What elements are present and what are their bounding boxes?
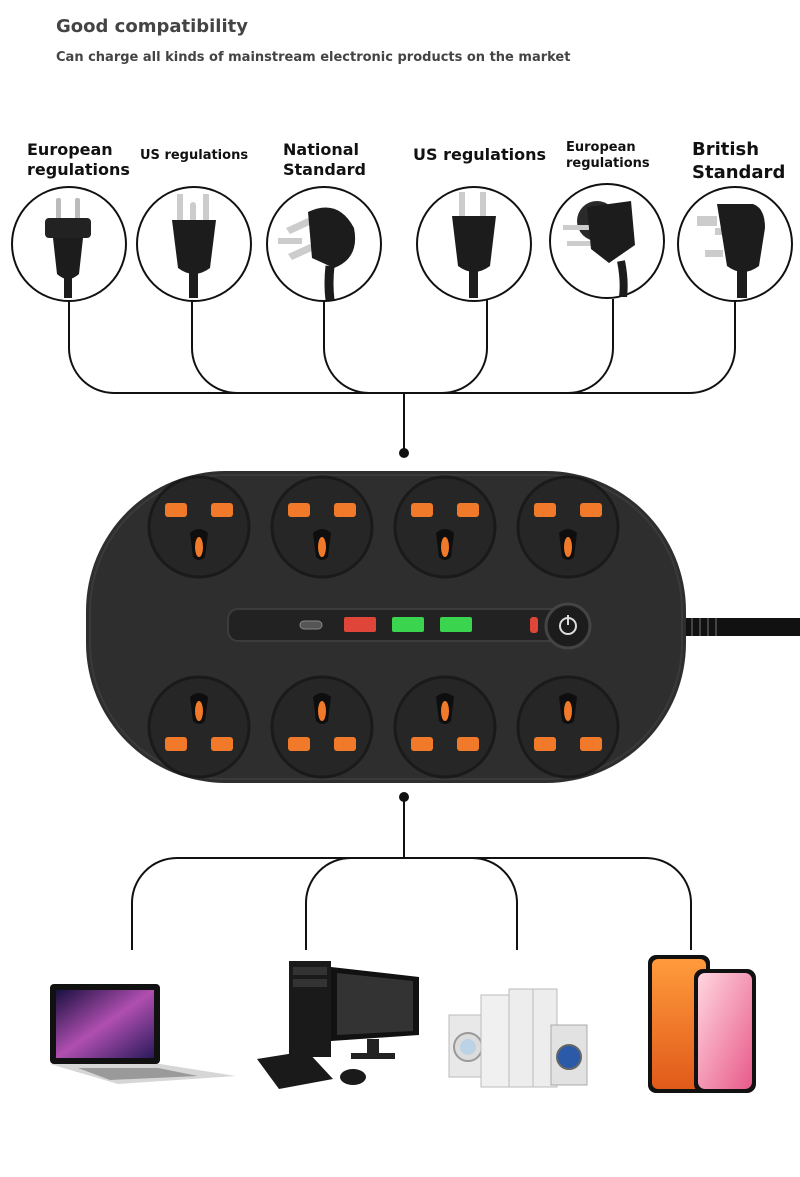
plug-label-european-2: European regulations: [566, 140, 650, 172]
british-plug-icon: [677, 186, 793, 302]
usb-panel: [227, 602, 592, 650]
laptop-icon: [50, 984, 236, 1084]
power-strip: [86, 471, 686, 783]
plug-label-european-1: European regulations: [27, 140, 130, 179]
power-cord: [676, 618, 800, 636]
smartphones-icon: [648, 955, 756, 1093]
plug-label-us-1: US regulations: [140, 148, 249, 163]
plug-label-national: National Standard: [283, 140, 366, 179]
page-title: Good compatibility: [56, 16, 248, 37]
european-plug-icon: [11, 186, 127, 302]
page-subtitle: Can charge all kinds of mainstream elect…: [56, 50, 571, 65]
national-standard-plug-icon: [266, 186, 382, 302]
plug-label-british: British Standard: [692, 139, 786, 183]
us-plug-icon: [416, 186, 532, 302]
us-plug-icon: [136, 186, 252, 302]
plug-label-us-2: US regulations: [413, 145, 546, 164]
european-plug-icon: [549, 183, 665, 299]
desktop-computer-icon: [257, 961, 419, 1089]
home-appliances-icon: [448, 988, 588, 1088]
